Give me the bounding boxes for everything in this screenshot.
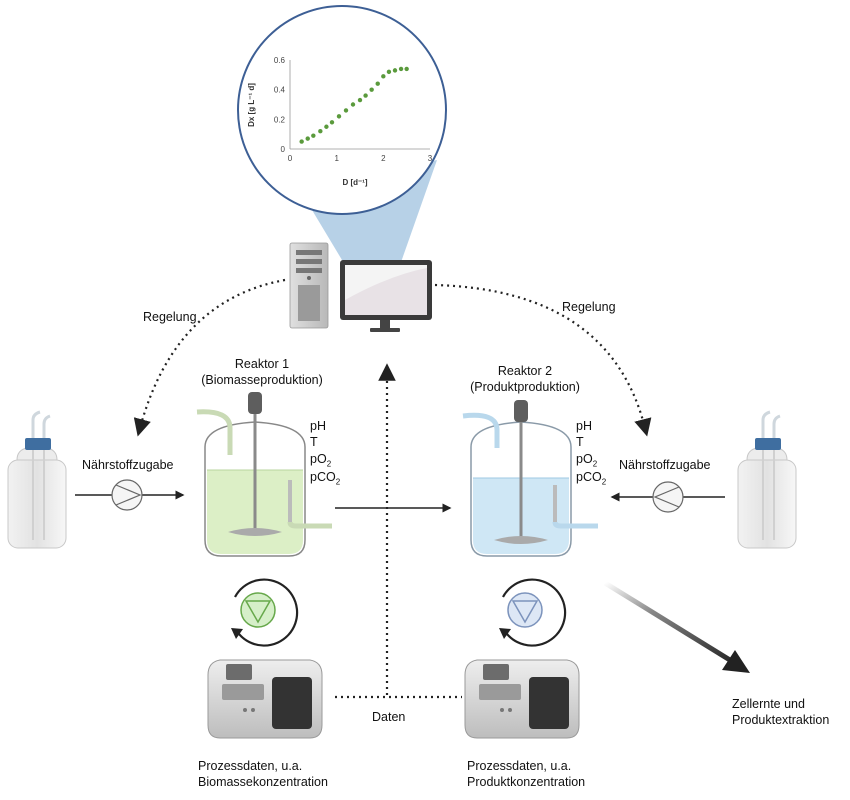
chart-y-tick-label: 0 — [281, 145, 286, 154]
computer-tower — [289, 242, 329, 329]
regelung-label-right: Regelung — [562, 300, 616, 314]
regelung-arrow-left — [133, 278, 286, 437]
process-data-right-line2: Produktkonzentration — [467, 774, 586, 789]
harvest-label: Zellernte und Produktextraktion — [732, 697, 829, 728]
naehrstoff-label-left: Nährstoffzugabe — [82, 458, 174, 472]
chart-circle — [237, 5, 447, 215]
medium-bottle-right — [737, 410, 797, 549]
chart-y-tick-label: 0.2 — [274, 115, 286, 124]
regelung-arrow-right — [434, 283, 652, 437]
harvest-label-line2: Produktextraktion — [732, 712, 830, 727]
param-po2: pO2 — [310, 451, 332, 469]
param-po2: pO2 — [576, 451, 598, 469]
chart-data-point — [343, 108, 349, 113]
reactor-2 — [462, 400, 598, 557]
chart-data-point — [350, 102, 356, 107]
chart-data-point — [363, 93, 368, 98]
pump-right-icon — [652, 481, 684, 513]
param-ph: pH — [310, 419, 326, 433]
param-pco2: pCO2 — [576, 470, 607, 487]
process-data-left-line2: Biomassekonzentration — [198, 774, 328, 789]
chart-data-point — [299, 139, 304, 144]
chart-data-point — [375, 81, 380, 86]
reactor-2-purpose: (Produktproduktion) — [470, 379, 580, 394]
reactor-1 — [196, 392, 332, 557]
reactor-2-parameters: pH T pO2 pCO2 — [576, 418, 606, 488]
process-data-left-line1: Prozessdaten, u.a. — [198, 759, 303, 773]
regelung-label-left: Regelung — [143, 310, 197, 324]
naehrstoff-label-right: Nährstoffzugabe — [619, 458, 711, 472]
chart-y-tick-label: 0.4 — [274, 86, 286, 95]
process-data-left: Prozessdaten, u.a. Biomassekonzentration — [198, 759, 328, 790]
chart-data-point — [357, 97, 363, 103]
chart-data-point — [386, 69, 392, 75]
reactor-1-name: Reaktor 1 — [234, 357, 290, 371]
chart-data-point — [369, 87, 374, 92]
pump-left-icon — [111, 479, 143, 511]
chart-y-label: Dx [g L⁻¹ d] — [247, 83, 256, 127]
reactor-2-title: Reaktor 2 (Produktproduktion) — [470, 364, 580, 395]
process-data-right-line1: Prozessdaten, u.a. — [467, 759, 572, 773]
reactor-1-parameters: pH T pO2 pCO2 — [310, 418, 340, 488]
chart-y-tick-label: 0.6 — [274, 56, 286, 65]
chart-data-point — [336, 114, 342, 119]
param-pco2: pCO2 — [310, 470, 341, 487]
chart-x-tick-label: 1 — [334, 154, 339, 163]
reactor-1-purpose: (Biomasseproduktion) — [201, 372, 323, 387]
analyzer-right — [464, 659, 580, 739]
chart-data-point — [381, 74, 386, 79]
cycle-icon-right — [499, 578, 567, 647]
chart-x-tick-label: 0 — [288, 154, 293, 163]
chart-data-point — [392, 68, 398, 73]
chart-data-point — [311, 133, 316, 138]
process-data-right: Prozessdaten, u.a. Produktkonzentration — [467, 759, 585, 790]
chart-ticks: 0 1 2 3 0 0.2 0.4 0.6 — [274, 56, 433, 163]
chart-points — [299, 66, 409, 144]
harvest-arrowhead — [722, 650, 750, 673]
chart-data-point — [318, 129, 323, 134]
param-ph: pH — [576, 419, 592, 433]
chart-data-point — [305, 136, 310, 141]
reactor-2-name: Reaktor 2 — [497, 364, 553, 378]
chart-data-point — [398, 66, 404, 72]
chart-data-point — [329, 120, 335, 125]
analyzer-left — [207, 659, 323, 739]
medium-bottle-left — [7, 410, 67, 549]
cycle-icon-left — [231, 578, 299, 647]
monitor — [340, 260, 432, 332]
chart-data-point — [404, 66, 409, 72]
daten-label: Daten — [372, 710, 406, 724]
chart-data-point — [324, 124, 329, 129]
chart-x-tick-label: 2 — [381, 154, 386, 163]
chart-axes — [289, 60, 430, 150]
param-t: T — [310, 435, 318, 450]
chart-x-tick-label: 3 — [428, 154, 433, 163]
harvest-label-line1: Zellernte und — [732, 697, 805, 711]
harvest-arrow-shaft — [603, 580, 740, 668]
param-t: T — [576, 435, 584, 450]
chart-x-label: D [d⁻¹] — [342, 178, 367, 187]
reactor-1-title: Reaktor 1 (Biomasseproduktion) — [201, 357, 323, 388]
